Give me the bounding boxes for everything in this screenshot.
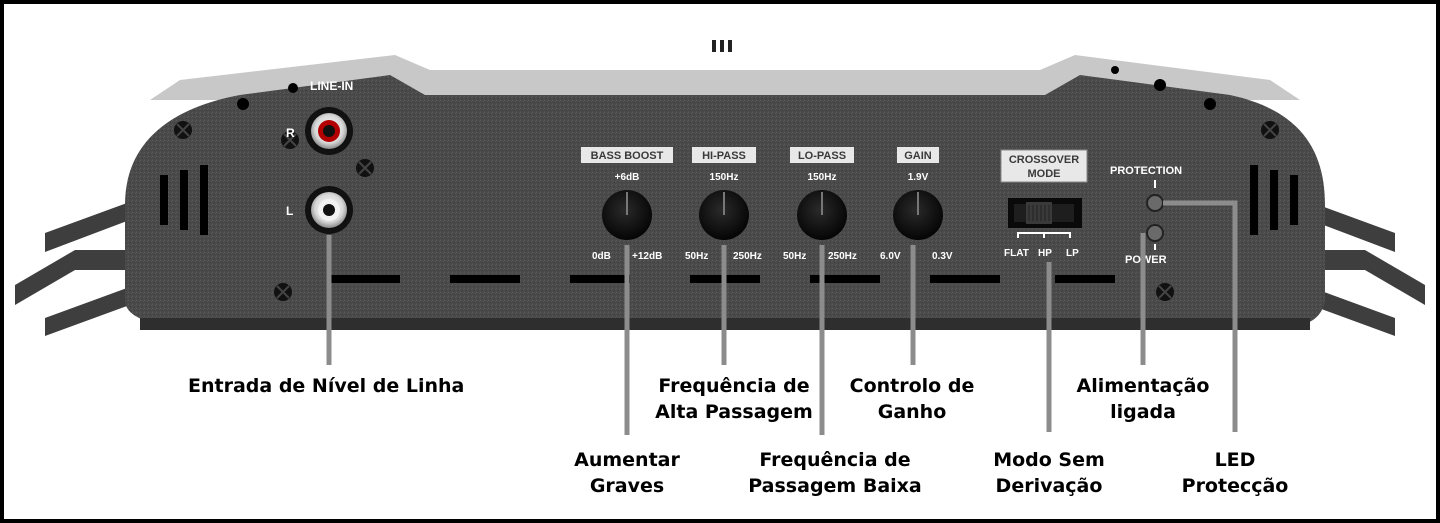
crossover-title-line1: CROSSOVER — [1009, 154, 1079, 166]
lo-pass-min: 50Hz — [783, 251, 806, 262]
screw-icon — [1261, 121, 1279, 139]
lo-pass-control: LO-PASS 150Hz 50Hz 250Hz — [783, 147, 857, 262]
bass-boost-title: BASS BOOST — [591, 150, 664, 162]
rca-jack-left[interactable] — [305, 186, 353, 234]
bass-boost-max: +12dB — [632, 251, 662, 262]
crossover-slide-switch[interactable] — [1008, 198, 1082, 228]
gain-control: GAIN 1.9V 6.0V 0.3V — [880, 147, 953, 262]
callout-bass-boost-line2: Graves — [590, 475, 664, 497]
hi-pass-title: HI-PASS — [702, 150, 746, 162]
callout-bass-boost-line1: Aumentar — [574, 449, 680, 471]
rca-jack-right[interactable] — [305, 107, 353, 155]
crossover-flat-label: FLAT — [1004, 248, 1029, 259]
power-led — [1146, 224, 1164, 242]
callout-gain-line1: Controlo de — [850, 375, 975, 397]
crossover-hp-label: HP — [1038, 248, 1052, 259]
crossover-lp-label: LP — [1066, 248, 1079, 259]
bass-boost-min: 0dB — [592, 251, 611, 262]
screw-icon — [174, 121, 192, 139]
callouts: Entrada de Nível de Linha Aumentar Grave… — [188, 375, 1288, 497]
callout-protection-line1: LED — [1215, 449, 1256, 471]
leader-lines — [326, 200, 1238, 435]
crossover-title-line2: MODE — [1028, 168, 1061, 180]
amplifier-chassis — [15, 40, 1425, 336]
callout-hi-pass-line2: Alta Passagem — [655, 401, 813, 423]
callout-crossover-line2: Derivação — [996, 475, 1103, 497]
screw-icon — [1156, 283, 1174, 301]
leader-line-protection — [1163, 200, 1238, 432]
gain-max: 0.3V — [932, 251, 953, 262]
callout-crossover-line1: Modo Sem — [993, 449, 1105, 471]
led-section: PROTECTION POWER — [1110, 165, 1182, 266]
power-label: POWER — [1125, 254, 1167, 266]
right-channel-label: R — [286, 126, 295, 140]
line-in-section: LINE-IN R L — [286, 79, 353, 234]
callout-protection-line2: Protecção — [1182, 475, 1289, 497]
gain-top-value: 1.9V — [908, 172, 929, 183]
lo-pass-top-value: 150Hz — [808, 172, 837, 183]
hi-pass-top-value: 150Hz — [710, 172, 739, 183]
callout-gain-line2: Ganho — [878, 401, 947, 423]
screw-icon — [356, 159, 374, 177]
callout-power-line1: Alimentação — [1077, 375, 1210, 397]
callout-lo-pass-line2: Passagem Baixa — [748, 475, 921, 497]
bass-boost-top-value: +6dB — [615, 172, 640, 183]
callout-line-input: Entrada de Nível de Linha — [188, 375, 464, 397]
hi-pass-max: 250Hz — [733, 251, 762, 262]
gain-title: GAIN — [904, 150, 932, 162]
lo-pass-title: LO-PASS — [798, 150, 846, 162]
screw-icon — [281, 131, 299, 149]
callout-hi-pass-line1: Frequência de — [658, 375, 809, 397]
bass-boost-control: BASS BOOST +6dB 0dB +12dB — [581, 147, 673, 262]
hi-pass-control: HI-PASS 150Hz 50Hz 250Hz — [685, 147, 762, 262]
callout-lo-pass-line1: Frequência de — [759, 449, 910, 471]
lo-pass-max: 250Hz — [828, 251, 857, 262]
gain-min: 6.0V — [880, 251, 901, 262]
hi-pass-min: 50Hz — [685, 251, 708, 262]
protection-label: PROTECTION — [1110, 165, 1182, 177]
line-in-label: LINE-IN — [310, 79, 353, 93]
crossover-mode-control: CROSSOVER MODE FLAT HP LP — [1000, 149, 1088, 259]
left-channel-label: L — [286, 204, 293, 218]
protection-led — [1146, 194, 1164, 212]
callout-power-line2: ligada — [1110, 401, 1176, 423]
screw-icon — [274, 283, 292, 301]
